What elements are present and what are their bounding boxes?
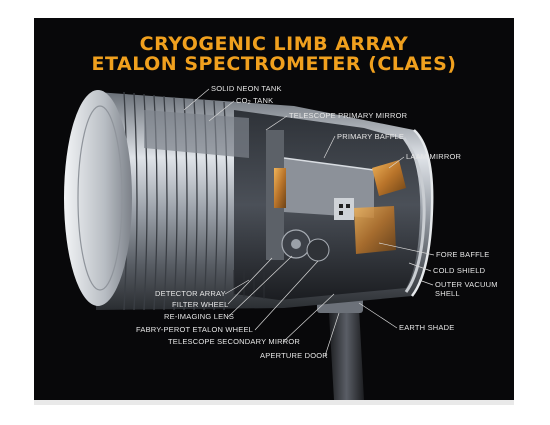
solid-neon-tank (144, 110, 249, 158)
outer-vacuum-shell (411, 129, 434, 297)
cryostat-end-cap (64, 90, 132, 306)
label-detector-array: DETECTOR ARRAY (155, 289, 226, 298)
label-earth-shade: EARTH SHADE (399, 323, 455, 332)
poster: CRYOGENIC LIMB ARRAY ETALON SPECTROMETER… (34, 18, 514, 400)
label-solid-neon-tank: SOLID NEON TANK (211, 84, 282, 93)
fabry-perot-etalon-wheel (306, 238, 330, 262)
leader-lines (183, 88, 435, 357)
laam-mirror (372, 160, 406, 196)
label-cold-shield: COLD SHIELD (433, 266, 486, 275)
label-aperture-door: APERTURE DOOR (260, 351, 328, 360)
label-primary-baffle: PRIMARY BAFFLE (337, 132, 405, 141)
label-co2-tank: CO2 TANK (236, 96, 274, 106)
title-line-1: CRYOGENIC LIMB ARRAY (139, 33, 409, 55)
base-fins (233, 270, 265, 299)
detector-block (334, 198, 354, 220)
aperture-door-tube (329, 308, 364, 400)
title-line-2: ETALON SPECTROMETER (CLAES) (91, 53, 457, 75)
label-fore-baffle: FORE BAFFLE (436, 250, 490, 259)
cold-shield (402, 137, 426, 293)
poster-bottom-edge (34, 400, 514, 405)
label-telescope-secondary-mirror: TELESCOPE SECONDARY MIRROR (168, 337, 301, 346)
label-fabry-perot-etalon-wheel: FABRY-PEROT ETALON WHEEL (136, 325, 254, 334)
fore-baffle (354, 206, 396, 254)
label-laam-mirror: LAAM MIRROR (406, 152, 462, 161)
label-filter-wheel: FILTER WHEEL (172, 300, 229, 309)
claes-instrument-illustration (64, 88, 435, 400)
label-telescope-primary-mirror: TELESCOPE PRIMARY MIRROR (289, 111, 408, 120)
label-re-imaging-lens: RE-IMAGING LENS (164, 312, 235, 321)
